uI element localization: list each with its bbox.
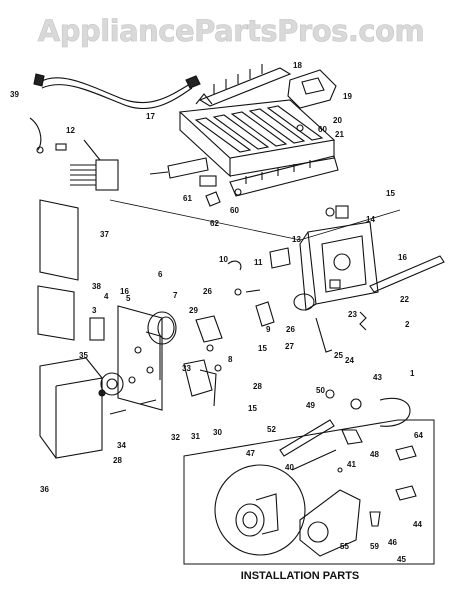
callout-label: 23 (348, 310, 357, 319)
feeler-arm (369, 255, 445, 293)
callout-label: 11 (254, 258, 263, 267)
callout-label: 12 (66, 126, 75, 135)
callout-label: 50 (316, 386, 325, 395)
callout-label: 22 (400, 295, 409, 304)
callout-label: 40 (285, 463, 294, 472)
callout-label: 36 (40, 485, 49, 494)
installation-box (183, 389, 435, 565)
callout-label: 2 (405, 320, 410, 329)
callout-label: 41 (347, 460, 356, 469)
callout-label: 9 (266, 325, 271, 334)
callout-label: 64 (414, 431, 423, 440)
callout-label: 21 (335, 130, 344, 139)
callout-label: 15 (258, 344, 267, 353)
callout-label: 18 (293, 61, 302, 70)
callout-label: 14 (366, 215, 375, 224)
callout-label: 3 (92, 306, 97, 315)
callout-label: 13 (292, 235, 301, 244)
callout-label: 26 (286, 325, 295, 334)
callout-label: 38 (92, 282, 101, 291)
callout-label: 16 (398, 253, 407, 262)
callout-label: 17 (146, 112, 155, 121)
callout-label: 20 (333, 116, 342, 125)
wire-harness (29, 73, 201, 154)
callout-label: 44 (413, 520, 422, 529)
callout-label: 25 (334, 351, 343, 360)
callout-label: 26 (203, 287, 212, 296)
callout-label: 15 (386, 189, 395, 198)
callout-label: 60 (230, 206, 239, 215)
callout-label: 19 (343, 92, 352, 101)
callout-label: 15 (248, 404, 257, 413)
callout-label: 27 (285, 342, 294, 351)
callout-label: 35 (79, 351, 88, 360)
callout-label: 52 (267, 425, 276, 434)
callout-label: 28 (113, 456, 122, 465)
watermark: AppliancePartsPros.com (37, 14, 425, 49)
callout-label: 28 (253, 382, 262, 391)
leader-line (109, 199, 401, 241)
callout-label: 8 (228, 355, 233, 364)
callout-label: 59 (370, 542, 379, 551)
module-housing (299, 221, 379, 311)
callout-label: 33 (182, 364, 191, 373)
callout-label: 7 (173, 291, 178, 300)
callout-label: 24 (345, 356, 354, 365)
callout-label: 55 (340, 542, 349, 551)
callout-label: 49 (306, 401, 315, 410)
callout-label: 43 (373, 373, 382, 382)
callout-label: 47 (246, 449, 255, 458)
callout-label: 34 (117, 441, 126, 450)
callout-label: 5 (126, 294, 131, 303)
callout-label: 61 (183, 194, 192, 203)
base-cover (39, 357, 103, 459)
callout-label: 31 (191, 432, 200, 441)
callout-label: 62 (210, 219, 219, 228)
callout-label: 16 (120, 287, 129, 296)
ice-mold (178, 93, 336, 178)
callout-label: 46 (388, 538, 397, 547)
ejector-rake (198, 64, 292, 107)
installation-parts-caption: INSTALLATION PARTS (241, 570, 360, 582)
callout-label: 45 (397, 555, 406, 564)
callout-label: 30 (213, 428, 222, 437)
callout-label: 1 (410, 369, 415, 378)
callout-label: 48 (370, 450, 379, 459)
callout-label: 37 (100, 230, 109, 239)
drive-motor (147, 311, 177, 345)
callout-label: 29 (189, 306, 198, 315)
connector (55, 139, 119, 191)
callout-label: 39 (10, 90, 19, 99)
cover-plates (37, 199, 105, 341)
callout-label: 10 (219, 255, 228, 264)
callout-label: 4 (104, 292, 109, 301)
drive-gear (98, 372, 124, 397)
mold-cover (287, 69, 337, 109)
callout-label: 60 (318, 125, 327, 134)
callout-label: 6 (158, 270, 163, 279)
callout-label: 32 (171, 433, 180, 442)
stripper (229, 155, 339, 197)
heater-parts (149, 124, 304, 207)
switch-parts (109, 205, 367, 415)
